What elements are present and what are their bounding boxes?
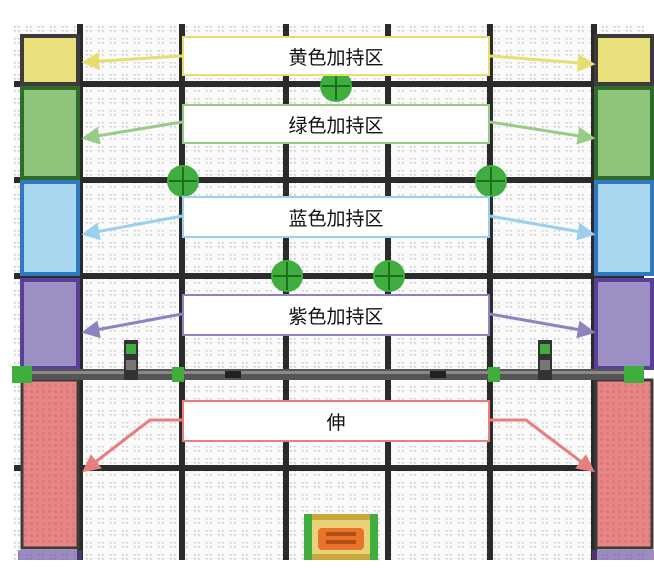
zone-arrows <box>81 52 596 473</box>
right-zones <box>592 34 654 560</box>
robot-icon <box>304 514 378 560</box>
zone-label-purple: 紫色加持区 <box>182 294 490 336</box>
post-icon <box>124 340 138 380</box>
zone-label-blue-text: 蓝色加持区 <box>288 207 384 230</box>
right-zone-green <box>594 86 654 180</box>
barrier-highlight <box>14 371 644 374</box>
left-zone-green <box>20 86 80 180</box>
field-markers <box>167 70 507 292</box>
zone-label-green-text: 绿色加持区 <box>288 114 384 137</box>
barrier-joint-right <box>624 366 644 383</box>
left-zone-yellow <box>20 34 80 86</box>
grid-line-horizontal <box>14 273 644 279</box>
arrow-purple-right <box>489 312 596 339</box>
barrier-bar <box>14 369 644 380</box>
left-zones <box>18 34 82 560</box>
zone-label-extend-text: 伸 <box>326 411 346 434</box>
zone-label-blue: 蓝色加持区 <box>182 196 490 238</box>
barrier-joint-c1 <box>172 367 184 382</box>
grid-line-horizontal <box>14 177 644 183</box>
right-zone-blue <box>594 180 654 276</box>
grid-line-vertical <box>385 24 391 560</box>
right-bottom-strip <box>592 550 654 560</box>
zone-label-yellow-text: 黄色加持区 <box>288 46 384 69</box>
grid-line-vertical <box>179 24 185 560</box>
zone-label-yellow: 黄色加持区 <box>182 36 490 76</box>
grid-line-vertical <box>487 24 493 560</box>
right-zone-purple <box>594 278 654 370</box>
barrier-joint-left <box>12 366 32 383</box>
arrow-blue-left <box>81 214 183 241</box>
grid-line-vertical <box>283 24 289 560</box>
right-zone-yellow <box>594 34 654 86</box>
arrow-red-right <box>490 418 595 473</box>
left-zone-blue <box>20 180 80 276</box>
arrow-green-left <box>81 120 183 145</box>
left-zone-red-hatch <box>22 380 78 548</box>
post-icon <box>538 340 552 380</box>
zone-label-extend: 伸 <box>182 400 490 442</box>
arrow-blue-right <box>489 214 596 241</box>
barrier-block-2 <box>430 371 446 378</box>
grid-line-horizontal <box>14 465 644 471</box>
left-bottom-strip <box>18 550 82 560</box>
field-barrier <box>12 366 644 383</box>
zone-label-green: 绿色加持区 <box>182 104 490 144</box>
arrow-purple-left <box>81 312 183 339</box>
left-zone-purple <box>20 278 80 370</box>
right-zone-red-hatch <box>596 380 652 548</box>
barrier-block-1 <box>225 371 241 378</box>
arrow-red-left <box>82 418 182 473</box>
arrow-green-right <box>489 120 596 145</box>
barrier-joint-c2 <box>488 367 500 382</box>
arrow-yellow-right <box>489 53 596 72</box>
arrow-yellow-left <box>81 52 183 71</box>
zone-label-purple-text: 紫色加持区 <box>288 305 384 328</box>
